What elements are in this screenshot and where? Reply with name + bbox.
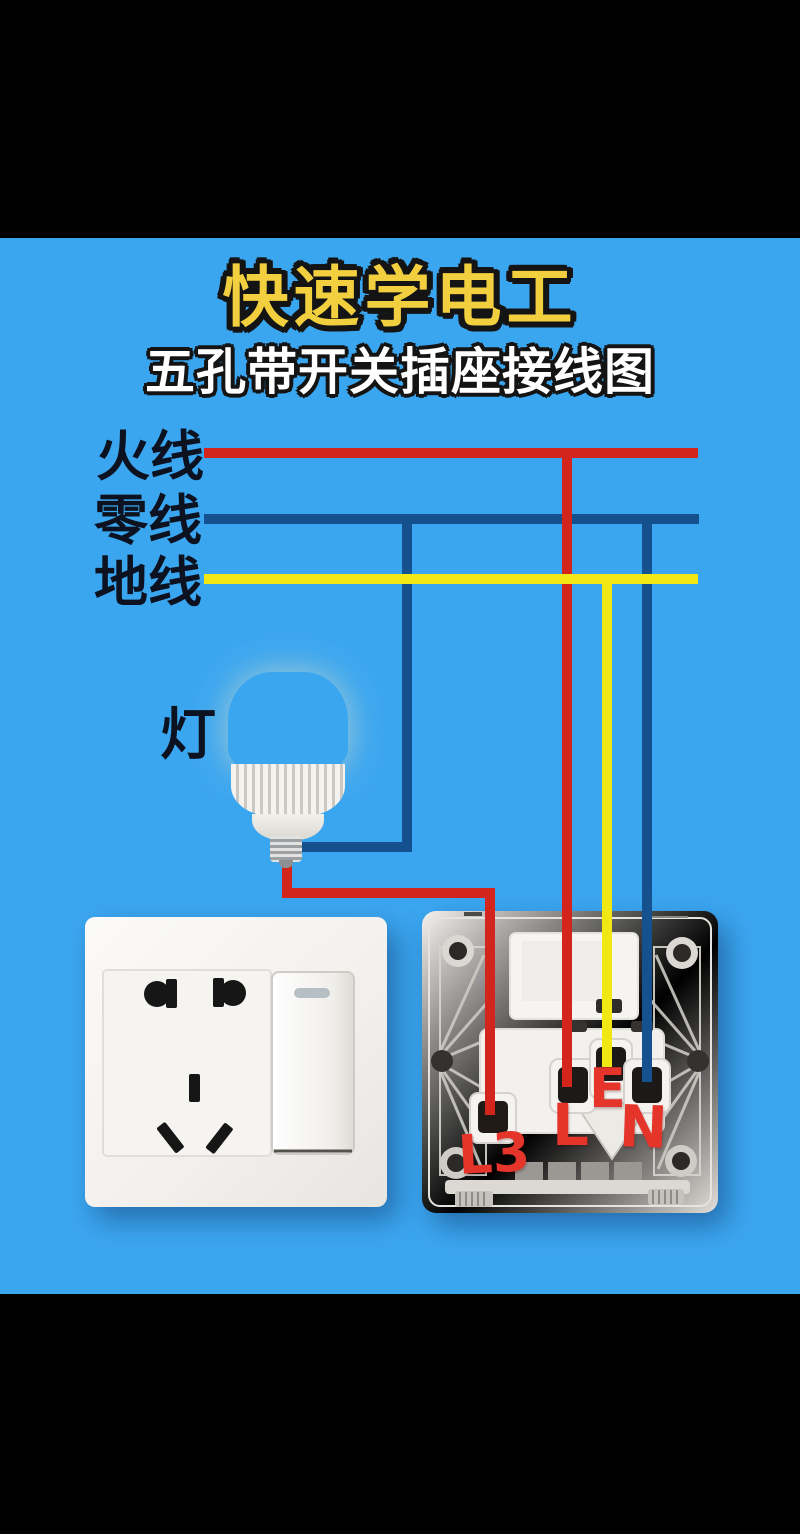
live-wire-bus — [204, 448, 698, 458]
earth-pointer-mold — [573, 1102, 652, 1161]
lamp-bulb-dome — [228, 672, 348, 772]
terminal-label-e: E — [589, 1057, 626, 1120]
neutral-drop-to-lamp — [402, 518, 412, 852]
lamp-bulb-heatsink — [231, 764, 345, 816]
lamp-bulb-contact-tip — [279, 860, 293, 868]
two-pin-holes-icon — [144, 978, 246, 1008]
corner-screw-holes — [431, 935, 709, 1179]
bottom-mount-tabs — [455, 1189, 684, 1207]
terminal-label-l3: L3 — [456, 1120, 532, 1187]
letterbox-bottom — [0, 1294, 800, 1534]
socket-module — [102, 969, 272, 1157]
switch-indicator-bar — [294, 988, 330, 998]
lamp-live-wire-down — [282, 855, 292, 898]
ground-wire-label: 地线 — [94, 551, 202, 614]
switch-socket-front-graphic — [85, 917, 387, 1207]
ground-wire-bus — [204, 574, 698, 584]
live-wire-label: 火线 — [96, 425, 204, 488]
terminal-clamps — [469, 1038, 671, 1144]
lamp-bulb-neck — [252, 814, 324, 840]
letterbox-top — [0, 0, 800, 238]
terminal-label-n: N — [617, 1092, 669, 1162]
live-drop-to-terminal-l — [562, 450, 572, 1087]
neutral-drop-to-terminal-n — [642, 518, 652, 1082]
page-subtitle: 五孔带开关插座接线图 — [145, 343, 655, 401]
neutral-run-to-lamp — [294, 842, 412, 852]
lamp-bulb-screw-cap — [270, 836, 302, 862]
three-pin-holes-icon — [157, 1074, 233, 1154]
lamp-label: 灯 — [160, 703, 216, 768]
switch-socket-front-panel — [85, 917, 387, 1207]
bottom-rail — [445, 1180, 690, 1194]
lamp-live-wire-to-terminal-l3 — [485, 888, 495, 1115]
diagram-area: 快速学电工 五孔带开关插座接线图 火线 零线 地线 灯 — [0, 238, 800, 1294]
lamp-live-wire-run — [282, 888, 495, 898]
bottom-vent-slots — [515, 1162, 642, 1180]
top-mold-mark — [464, 912, 482, 916]
page-title: 快速学电工 — [222, 259, 578, 336]
rocker-switch — [271, 971, 355, 1155]
terminal-label-l: L — [552, 1091, 589, 1159]
neutral-wire-bus — [204, 514, 699, 524]
neutral-wire-label: 零线 — [94, 489, 202, 552]
ground-drop-to-terminal-e — [602, 578, 612, 1067]
